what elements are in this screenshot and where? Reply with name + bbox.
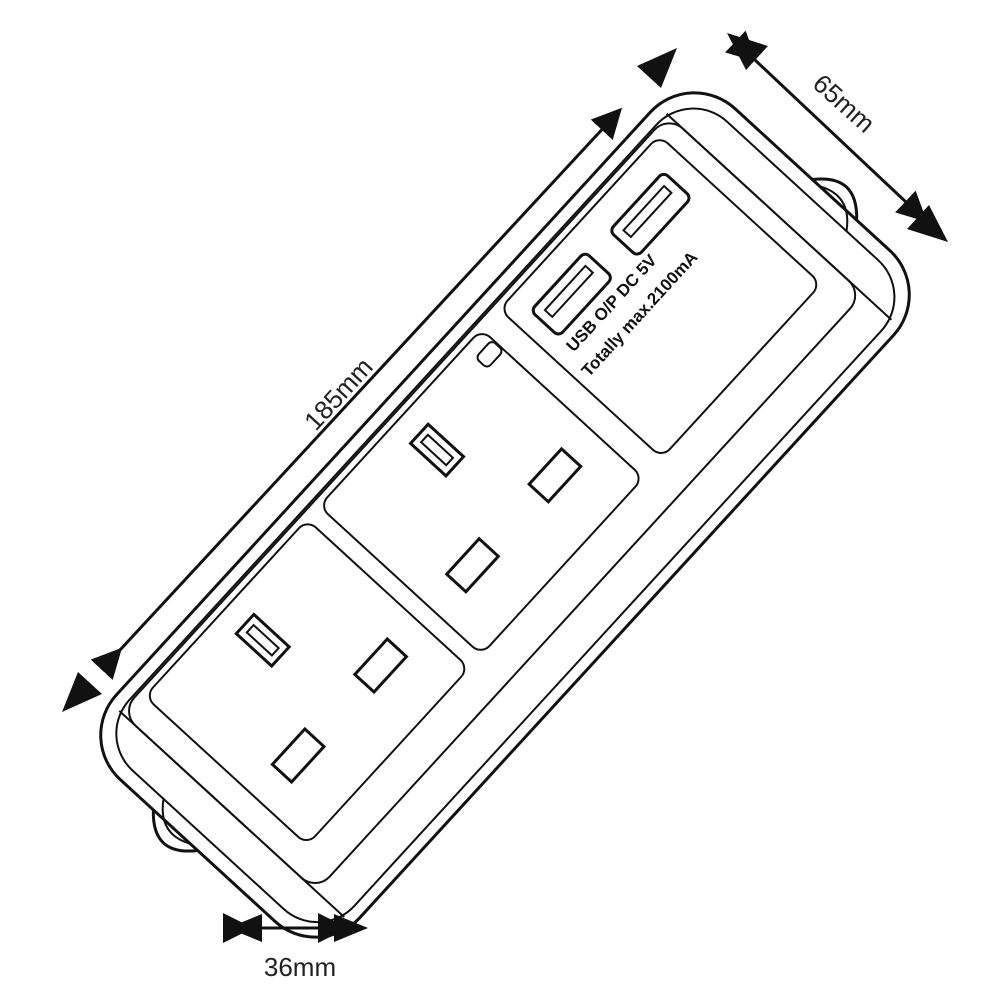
usb-port-2-tongue [622, 184, 673, 239]
width-label: 65mm [807, 68, 881, 139]
body-outline [99, 91, 911, 939]
earth-shutter [245, 623, 281, 657]
earth-shutter [419, 433, 455, 467]
power-strip: USB O/P DC 5V Totally max.2100mA [99, 91, 911, 939]
usb-port-2 [610, 172, 691, 256]
right-end-cap [665, 112, 893, 321]
height-label: 36mm [264, 952, 336, 982]
arrowhead [334, 914, 368, 942]
arrowhead [228, 914, 262, 942]
arrowhead [727, 33, 768, 70]
arrowhead [637, 48, 677, 88]
socket-2 [323, 333, 640, 651]
live-pin-hole [527, 446, 583, 504]
earth-pin-hole [408, 422, 466, 478]
indicator-lamp [476, 341, 503, 368]
socket-faceplate [323, 333, 640, 651]
usb-port-1 [531, 252, 612, 336]
usb-port-1-tongue [543, 264, 595, 319]
socket-1 [148, 523, 466, 842]
earth-pin-hole [234, 612, 292, 669]
neutral-pin-hole [444, 536, 501, 594]
socket-faceplate [148, 523, 466, 842]
usb-panel: USB O/P DC 5V Totally max.2100mA [503, 139, 818, 454]
arrowhead [62, 672, 102, 712]
live-pin-hole [352, 636, 409, 695]
width-dimension-arrow [725, 30, 928, 223]
left-bump [151, 809, 198, 853]
right-bump [812, 177, 859, 221]
body-inner-rim [115, 107, 896, 924]
left-end-cap [118, 710, 345, 918]
arrowhead [907, 205, 948, 242]
length-dimension-arrow [90, 107, 623, 681]
neutral-pin-hole [270, 726, 327, 785]
usb-faceplate [503, 139, 818, 454]
